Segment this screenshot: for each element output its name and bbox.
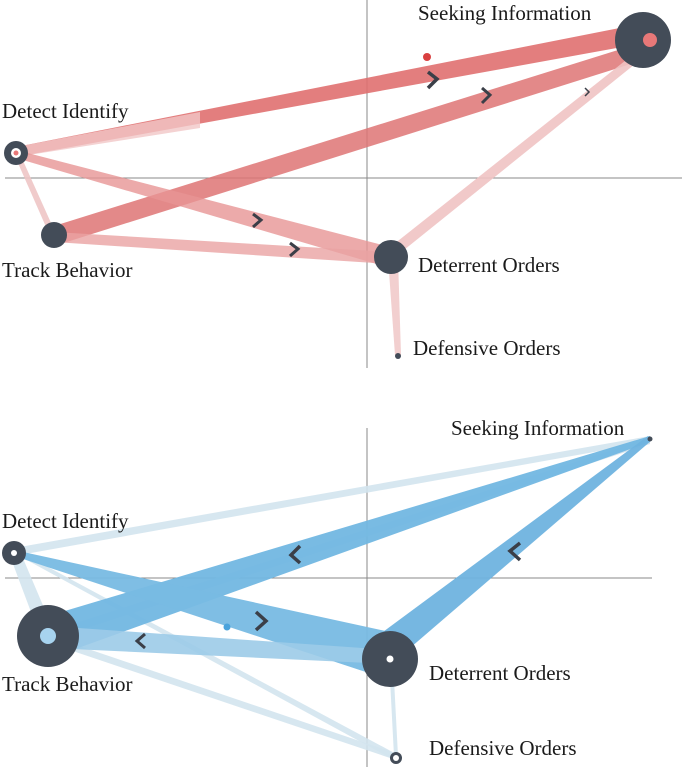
bottom-chevron-2 (254, 610, 269, 632)
bottom-node-track-behavior (17, 605, 79, 667)
top-label-detect-identify: Detect Identify (2, 99, 129, 123)
top-edge-detect-to-track (14, 154, 56, 236)
top-edge-track-to-seeking (54, 40, 650, 246)
top-marker-dot (423, 53, 431, 61)
top-chevron-2 (480, 86, 493, 105)
top-chevron-5 (584, 87, 591, 97)
bottom-node-defensive-orders (390, 752, 402, 764)
top-node-detect-identify (4, 141, 28, 165)
top-node-track-behavior (41, 222, 67, 248)
bottom-marker-dot (223, 623, 231, 631)
top-label-deterrent-orders: Deterrent Orders (418, 253, 560, 277)
bottom-label-defensive-orders: Defensive Orders (429, 736, 577, 760)
top-chevron-3 (252, 212, 264, 229)
bottom-edge-track-to-defensive (50, 636, 398, 760)
bottom-node-deterrent-orders (362, 631, 418, 687)
node-inner (643, 33, 657, 47)
top-chevron-1 (426, 70, 440, 90)
bottom-edge-detect-to-seeking (14, 436, 650, 556)
top-edge-detect-to-deterrent (16, 150, 390, 268)
top-label-track-behavior: Track Behavior (2, 258, 132, 282)
bottom-chevron-4 (507, 541, 522, 562)
bottom-edge-track-to-seeking (48, 436, 650, 656)
bottom-label-seeking-information: Seeking Information (451, 416, 625, 440)
top-edge-track-to-deterrent (54, 232, 390, 264)
bottom-diagram: Seeking Information Detect Identify Trac… (2, 416, 653, 767)
top-node-defensive-orders (395, 353, 401, 359)
top-node-deterrent-orders (374, 240, 408, 274)
node-inner (11, 550, 17, 556)
bottom-label-detect-identify: Detect Identify (2, 509, 129, 533)
bottom-node-seeking-information (647, 436, 653, 442)
node-core (13, 150, 19, 156)
bottom-chevron-3 (134, 632, 146, 650)
bottom-edge-track-to-deterrent (50, 626, 390, 664)
node-inner (386, 655, 394, 663)
top-label-defensive-orders: Defensive Orders (413, 336, 561, 360)
top-edge-deterrent-to-defensive (388, 258, 401, 355)
bottom-node-detect-identify (2, 541, 26, 565)
top-diagram: Seeking Information Detect Identify Trac… (2, 0, 682, 368)
bottom-label-deterrent-orders: Deterrent Orders (429, 661, 571, 685)
top-chevron-4 (289, 241, 301, 258)
node-inner (393, 755, 399, 761)
bottom-chevron-1 (288, 544, 302, 565)
bottom-label-track-behavior: Track Behavior (2, 672, 132, 696)
node-inner (40, 628, 56, 644)
top-node-seeking-information (615, 12, 671, 68)
top-edge-seeking-to-deterrent (384, 45, 655, 258)
top-edge-detect-to-seeking-fade (16, 112, 200, 157)
top-label-seeking-information: Seeking Information (418, 1, 592, 25)
